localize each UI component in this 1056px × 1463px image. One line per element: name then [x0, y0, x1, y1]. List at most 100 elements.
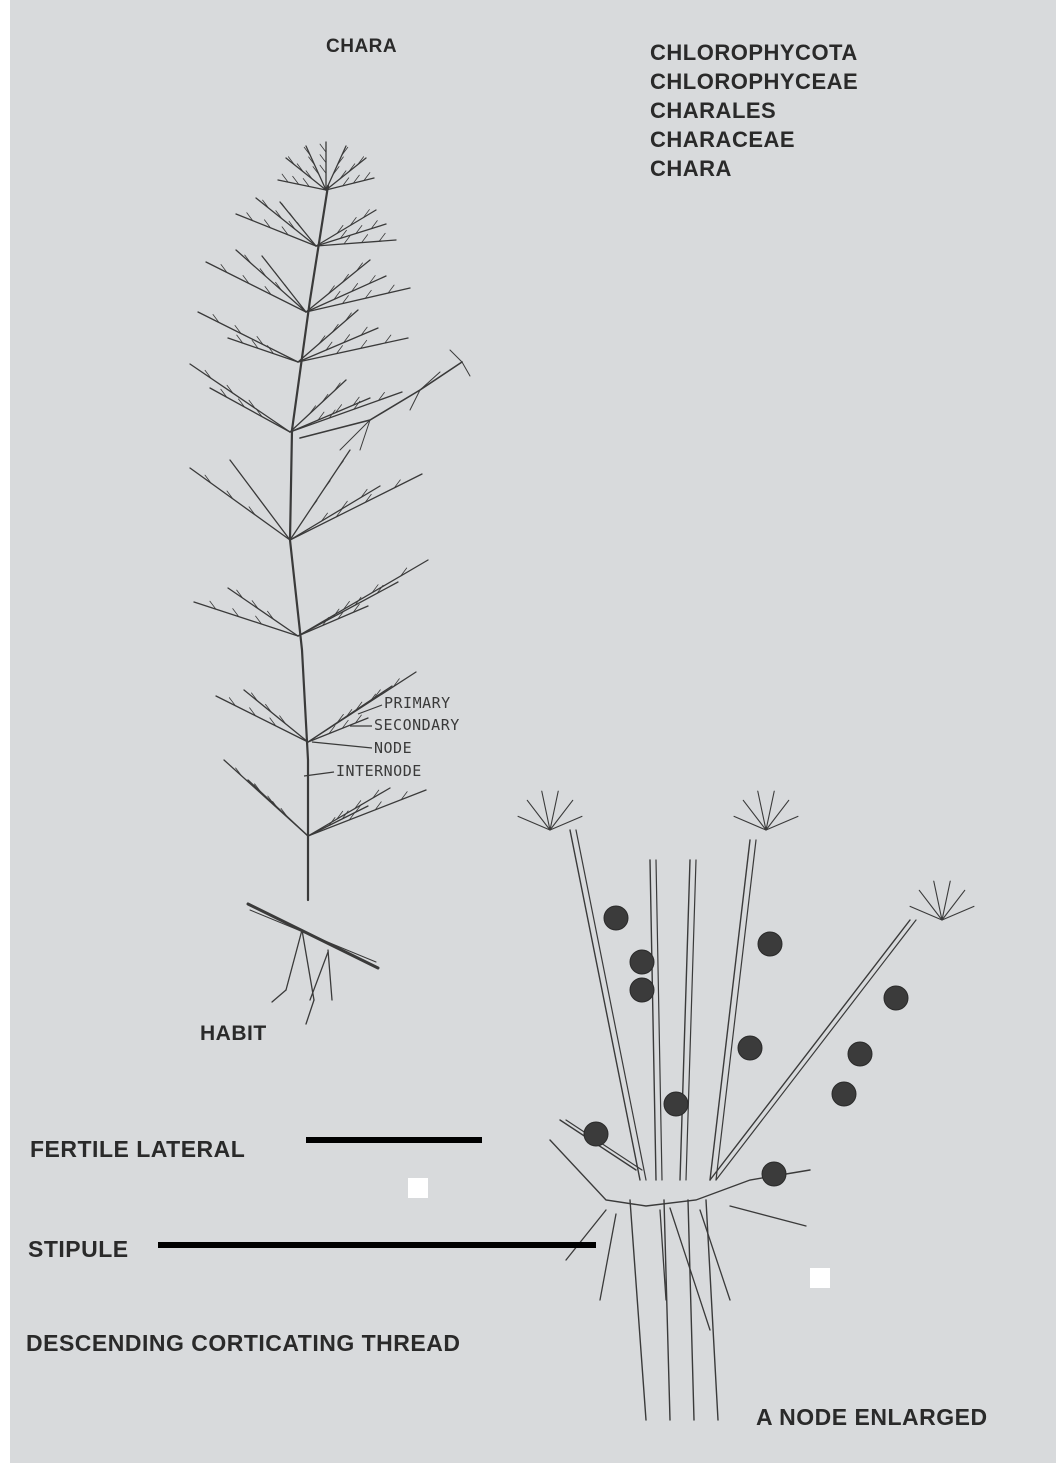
classification-division: CHLOROPHYCOTA [650, 38, 858, 67]
branchlet [244, 690, 308, 742]
branchlet [228, 588, 298, 636]
habit-drawing [190, 142, 470, 1024]
rhizoid [310, 952, 328, 1000]
branchlet [308, 806, 368, 836]
branchlet [194, 602, 298, 636]
branchlet [308, 788, 390, 836]
branchlet [298, 560, 428, 636]
white-marker [408, 1178, 428, 1198]
sporangium [884, 986, 908, 1010]
branchlet [298, 338, 408, 362]
branchlet [210, 388, 290, 432]
branchlet [420, 372, 440, 390]
stipule [670, 1208, 710, 1330]
sporangium [832, 1082, 856, 1106]
branchlet [256, 198, 316, 246]
label-internode: INTERNODE [336, 762, 422, 780]
branchlet [306, 146, 326, 190]
branchlet [236, 214, 316, 246]
sporangium [848, 1042, 872, 1066]
fertile-branch [710, 840, 750, 1180]
rhizoid [306, 1000, 314, 1024]
leaflet [320, 144, 326, 152]
leaflet [379, 233, 385, 241]
label-node: NODE [374, 739, 412, 757]
leaflet [297, 223, 303, 231]
sporangium [664, 1092, 688, 1116]
leaflet [275, 272, 281, 280]
node-enlarged-caption: A NODE ENLARGED [756, 1404, 988, 1431]
leaflet [250, 486, 256, 494]
branchlet [190, 364, 290, 432]
leaflet [362, 235, 368, 243]
leaflet [289, 213, 295, 221]
leaflet [265, 260, 271, 268]
leader-node [312, 742, 372, 748]
stipule [700, 1210, 730, 1300]
branchlet [308, 790, 426, 836]
stipule [600, 1214, 616, 1300]
sporangium [738, 1036, 762, 1060]
branchlet [316, 240, 396, 246]
branchlet [248, 780, 308, 836]
rhizoid [286, 930, 302, 990]
white-marker [810, 1268, 830, 1288]
leaflet [285, 284, 291, 292]
sporangium [762, 1162, 786, 1186]
sporangium [758, 932, 782, 956]
label-fertile-lateral: FERTILE LATERAL [30, 1136, 245, 1163]
diagram-sheet: CHARA CHLOROPHYCOTA CHLOROPHYCEAE CHARAL… [10, 0, 1056, 1463]
branchlet [326, 146, 346, 190]
branchlet [216, 696, 308, 742]
branchlet [206, 262, 306, 312]
habit-caption: HABIT [200, 1022, 267, 1046]
corticating-thread [664, 1200, 670, 1420]
fertile-branch [650, 860, 656, 1180]
leaflet [263, 504, 269, 512]
label-stipule: STIPULE [28, 1236, 129, 1263]
branchlet [462, 362, 470, 376]
branchlet [298, 328, 378, 362]
leaflet [320, 155, 326, 163]
rhizoid [272, 990, 286, 1002]
label-descending-corticating-thread: DESCENDING CORTICATING THREAD [26, 1330, 460, 1357]
leaflet [311, 501, 317, 509]
leaflet [282, 203, 288, 211]
corticating-thread [630, 1200, 646, 1420]
classification-genus: CHARA [650, 154, 858, 183]
corticating-thread [688, 1200, 694, 1420]
branchlet [298, 606, 368, 636]
fertile-branch [680, 860, 690, 1180]
main-axis [290, 186, 328, 900]
fertile-branch [656, 860, 662, 1180]
classification-family: CHARACEAE [650, 125, 858, 154]
stipule [730, 1206, 806, 1226]
classification-order: CHARALES [650, 96, 858, 125]
branchlet [190, 468, 290, 540]
branchlet [198, 312, 298, 362]
leaflet [320, 165, 326, 173]
classification-list: CHLOROPHYCOTA CHLOROPHYCEAE CHARALES CHA… [650, 38, 858, 183]
rhizoid-base [250, 910, 376, 962]
label-secondary: SECONDARY [374, 716, 460, 734]
diagram-artwork [10, 0, 1056, 1463]
fertile-branch [686, 860, 696, 1180]
branchlet [306, 276, 386, 312]
stipule [566, 1210, 606, 1260]
diagram-title: CHARA [326, 36, 397, 58]
sporangium [584, 1122, 608, 1146]
classification-class: CHLOROPHYCEAE [650, 67, 858, 96]
branchlet [228, 338, 298, 362]
branchlet [236, 250, 306, 312]
branchlet [290, 474, 422, 540]
leaflet [324, 481, 330, 489]
rhizoid [328, 950, 332, 1000]
leaflet [237, 469, 243, 477]
sporangium [630, 950, 654, 974]
sporangium [630, 978, 654, 1002]
leaflet [337, 461, 343, 469]
rhizoid [302, 930, 314, 1000]
sporangium [604, 906, 628, 930]
branchlet [290, 486, 380, 540]
branchlet [450, 350, 462, 362]
